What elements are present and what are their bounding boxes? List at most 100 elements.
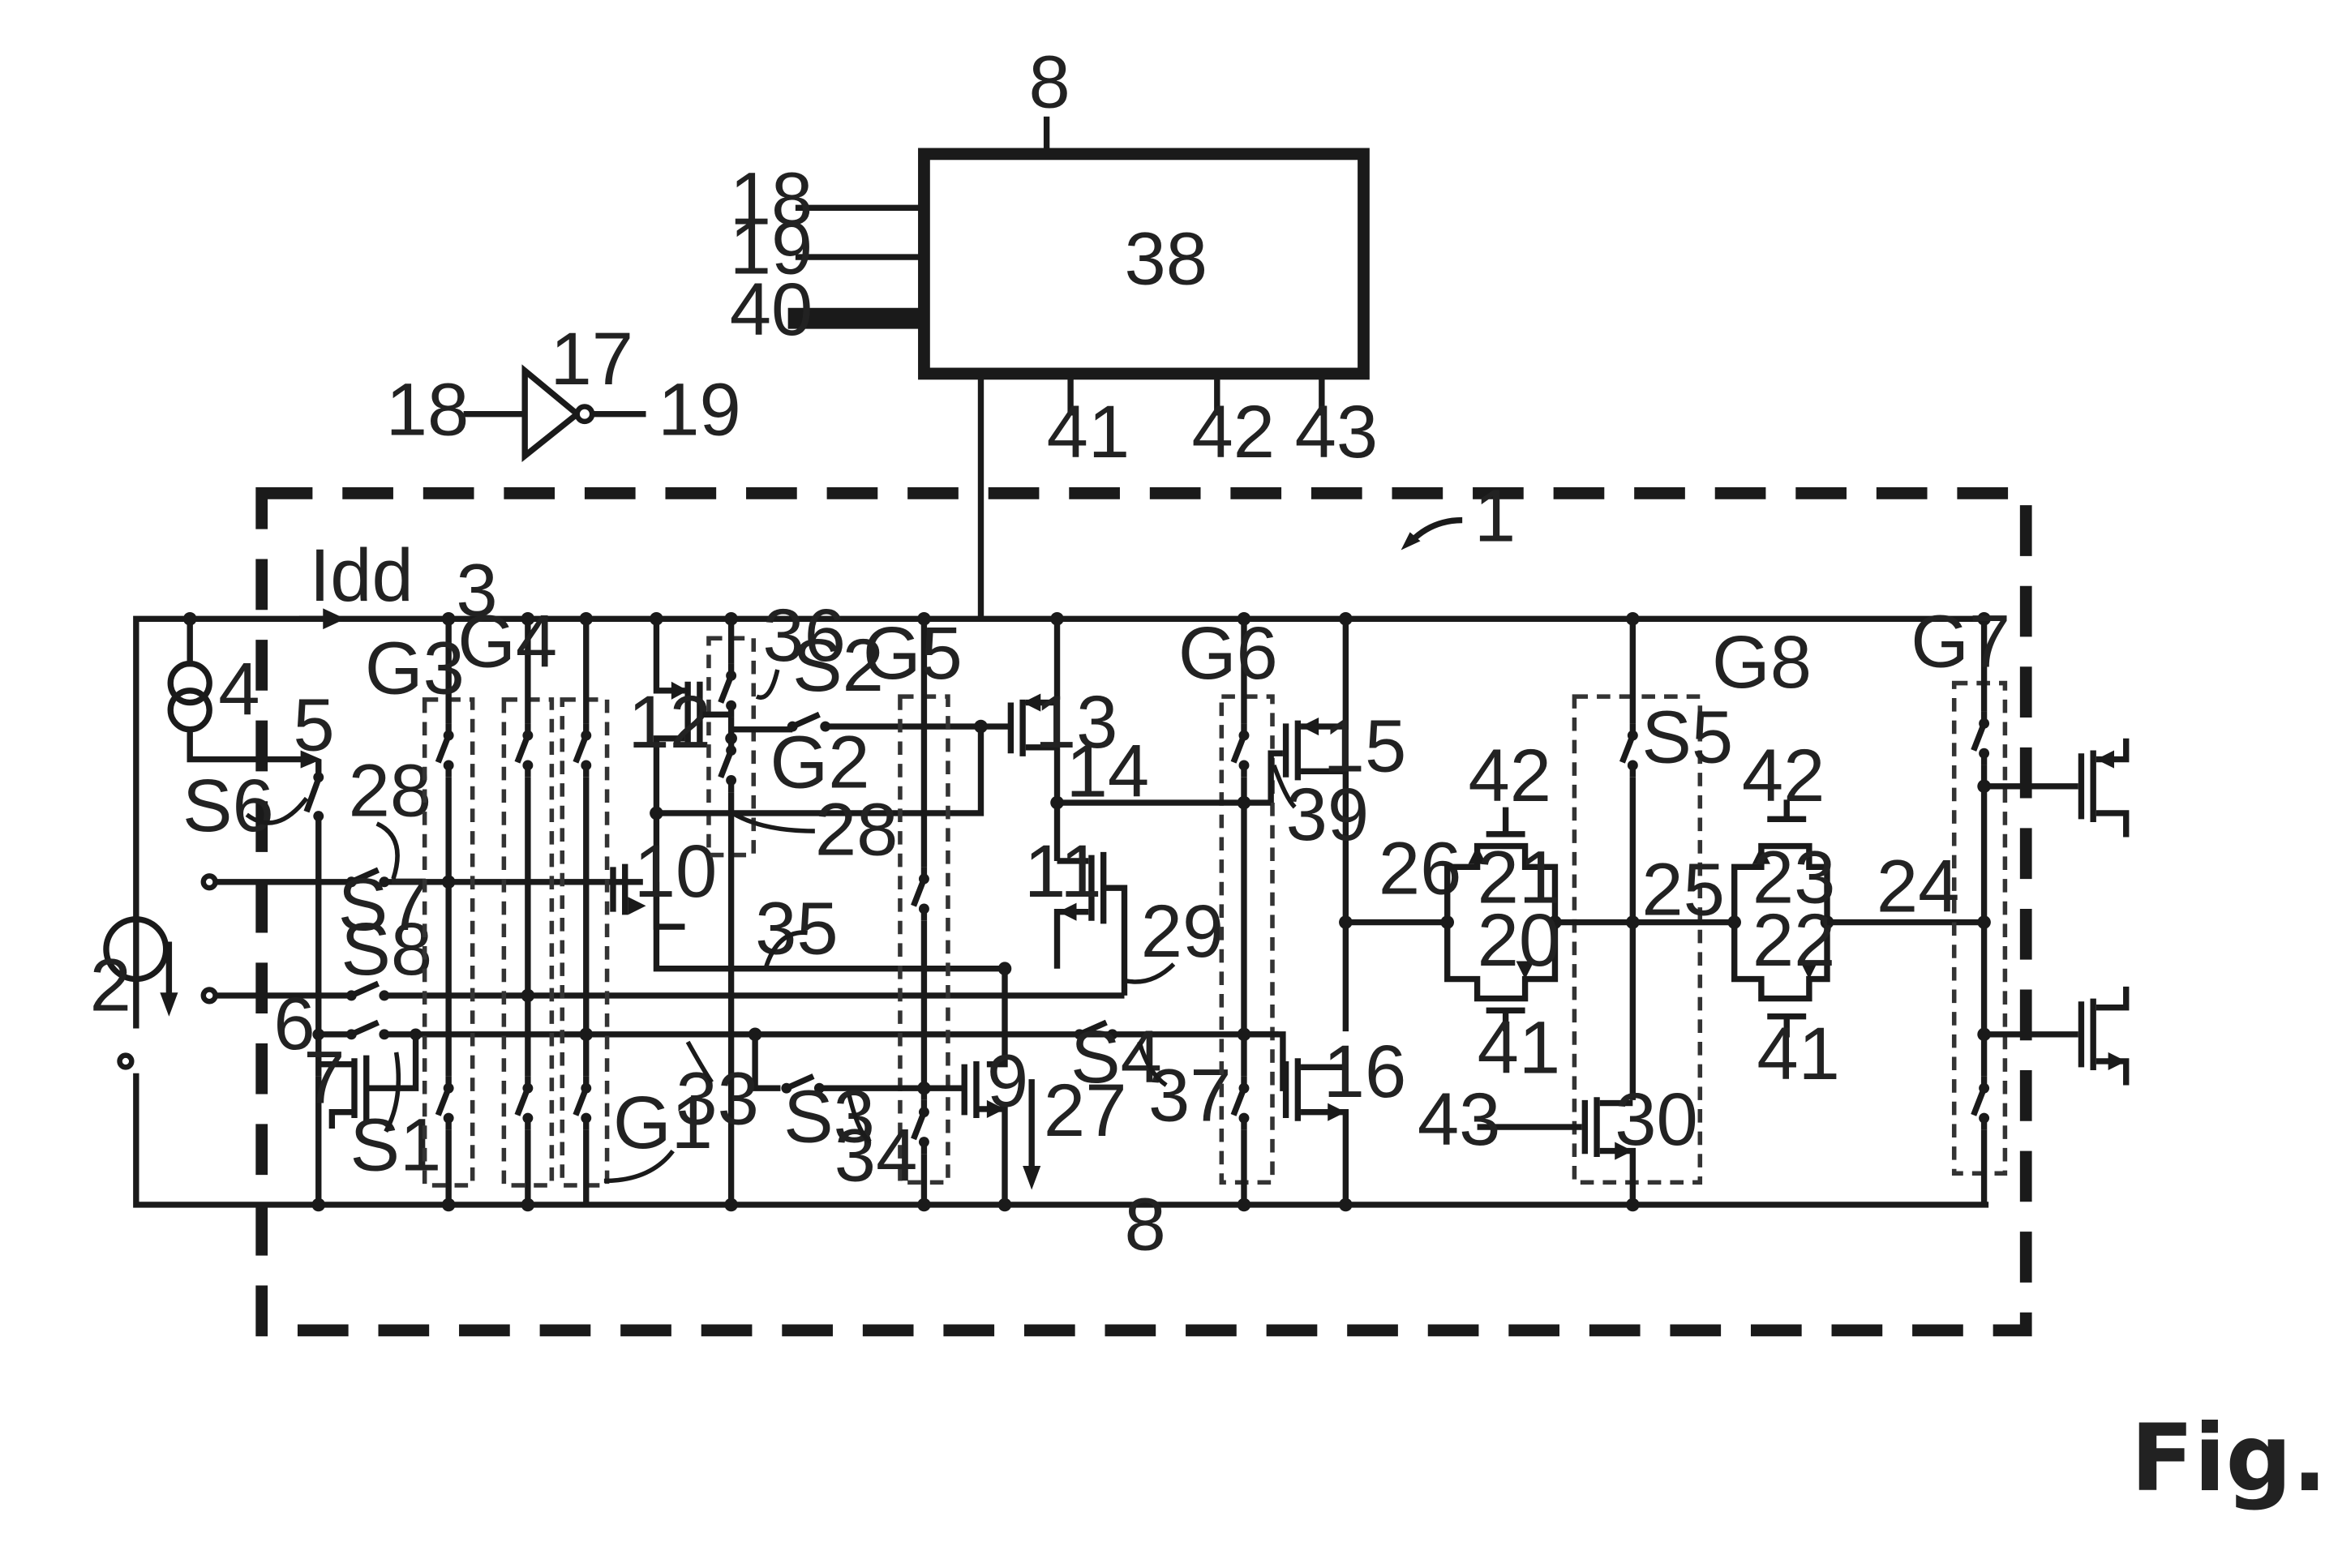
- label-23: 23: [1752, 836, 1836, 919]
- transistor-30: 43 30: [1418, 1077, 1698, 1212]
- inverter-input-label: 18: [386, 368, 470, 452]
- figure-label: Fig. 2: [2130, 1404, 2325, 1512]
- inverter: 17 18 19: [386, 317, 741, 462]
- label-42b: 42: [1742, 734, 1825, 817]
- transistor-10: 10: [610, 829, 1005, 972]
- label-6: 6: [273, 982, 315, 1065]
- transistor-15: 15 39: [1057, 611, 1407, 1032]
- switch-s2-label: S2: [792, 623, 884, 707]
- controller-output-41-label: 41: [1047, 390, 1130, 473]
- controller-supply-label: 8: [1028, 41, 1070, 124]
- label-30: 30: [1615, 1077, 1698, 1161]
- circuit-boundary: [255, 487, 2032, 1337]
- controller-label: 38: [1124, 216, 1208, 300]
- label-36: 36: [762, 593, 846, 677]
- transistor-13: 13 14: [1007, 611, 1150, 861]
- group-g3-label: G3: [365, 626, 465, 709]
- transistor-9: 9 27: [961, 962, 1127, 1212]
- rails: Idd 3 8: [133, 533, 1989, 1266]
- controller-output-42-label: 42: [1191, 390, 1275, 473]
- label-28b: 28: [815, 788, 899, 872]
- label-39: 39: [1286, 773, 1370, 856]
- label-34: 34: [834, 1113, 918, 1197]
- supply-rail: [133, 615, 1989, 1029]
- ground-rail: [133, 1073, 1989, 1208]
- label-16: 16: [1323, 1030, 1407, 1113]
- controller-output-43-label: 43: [1295, 390, 1379, 473]
- switch-group-g7: G7: [1911, 599, 2010, 1205]
- label-43: 43: [1418, 1077, 1501, 1161]
- switch-group-g8: S5 G8 25: [1555, 611, 1812, 1185]
- inverter-label: 17: [551, 317, 634, 401]
- switch-group-g4: G4: [457, 599, 557, 1212]
- current-label: Idd: [310, 533, 414, 617]
- label-29: 29: [1141, 889, 1225, 973]
- controller-input-40-label: 40: [730, 268, 813, 351]
- transistor-16: 16: [1243, 915, 1407, 1212]
- label-33-leader: [685, 1040, 714, 1084]
- circuit-label-arrow: [1401, 532, 1421, 551]
- circuit-label: 1: [1474, 473, 1516, 557]
- controller-input-19-label: 19: [730, 206, 813, 289]
- ground-node-label: 8: [1124, 1182, 1165, 1266]
- current-source-label: 4: [218, 647, 260, 730]
- label-25: 25: [1641, 847, 1725, 931]
- label-41a: 41: [1478, 1006, 1561, 1090]
- switch-s6-label: S6: [182, 764, 274, 847]
- switch-group-g1: G1: [560, 611, 713, 1205]
- label-42a: 42: [1469, 734, 1552, 817]
- label-14: 14: [1066, 730, 1150, 813]
- bias-line-28: 28: [656, 726, 984, 872]
- switch-group-g6: G6: [1178, 611, 1278, 1212]
- output-transistor-top: [1984, 738, 2130, 838]
- switch-s8-label: S8: [341, 907, 432, 991]
- group-g1-label: G1: [613, 1081, 713, 1164]
- circuit-label-leader: [1409, 516, 1463, 544]
- current-source: 4 5: [167, 611, 335, 769]
- inverter-output-label: 19: [658, 368, 741, 452]
- label-15: 15: [1323, 704, 1407, 787]
- switch-s4: S4 37: [1070, 1015, 1231, 1137]
- label-22: 22: [1752, 898, 1836, 982]
- transmission-gate-20-21: 26 21 20 42 41: [1345, 734, 1562, 1090]
- group-g4-label: G4: [457, 599, 557, 683]
- switch-group-g3: G3: [365, 611, 475, 1212]
- group-g8-label: G8: [1712, 620, 1812, 704]
- transmission-gate-22-23: 23 22 42 41 24: [1727, 734, 1984, 1095]
- label-9: 9: [987, 1039, 1028, 1122]
- label-5: 5: [293, 683, 334, 767]
- group-g2-label: G2: [770, 721, 870, 804]
- label-12: 12: [628, 680, 711, 764]
- label-10: 10: [634, 829, 718, 913]
- label-41b: 41: [1757, 1012, 1840, 1095]
- group-g5-label: G5: [863, 611, 963, 695]
- label-7: 7: [303, 1036, 345, 1120]
- transistor-11: 11 29 35: [755, 829, 1224, 996]
- label-21: 21: [1478, 836, 1561, 919]
- switch-s3-label: S3: [783, 1075, 875, 1159]
- switch-s7-label: S7: [338, 863, 430, 946]
- transistor-7: 7 S1: [303, 1028, 441, 1212]
- switch-s1-label: S1: [350, 1103, 441, 1187]
- label-33: 33: [676, 1056, 759, 1140]
- group-g6-label: G6: [1178, 611, 1278, 695]
- controller-block: 38 8 18 19 40 41 42 43: [730, 41, 1378, 618]
- group-g7-label: G7: [1911, 599, 2010, 683]
- switch-s5-label: S5: [1641, 695, 1733, 778]
- output-transistor-bottom: [1984, 986, 2130, 1086]
- label-11: 11: [1024, 829, 1102, 913]
- label-24: 24: [1877, 845, 1960, 928]
- label-27: 27: [1044, 1069, 1127, 1152]
- voltage-source: 2: [90, 916, 178, 1070]
- voltage-source-label: 2: [90, 943, 131, 1026]
- input-lines: S7 28 S8 6: [200, 749, 1279, 1065]
- switch-group-g2: 36 G2: [702, 593, 870, 1212]
- label-28a: 28: [349, 749, 432, 833]
- switch-s3: S3 34: [748, 1027, 965, 1197]
- transistor-12: 12: [628, 611, 711, 930]
- label-20: 20: [1478, 898, 1561, 982]
- supply-node-label: 3: [456, 549, 497, 632]
- label-37: 37: [1148, 1054, 1232, 1137]
- controller-input-18-label: 18: [730, 157, 813, 241]
